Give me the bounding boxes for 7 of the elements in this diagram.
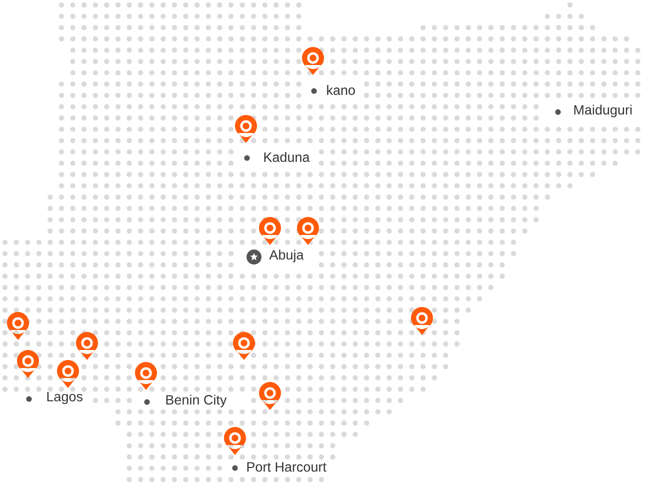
city-label: Port Harcourt (247, 462, 326, 472)
city-label: Maiduguri (574, 104, 632, 118)
city-label: Kaduna (264, 152, 310, 162)
city-label: kano (327, 85, 355, 95)
city-label: Abuja (269, 250, 304, 262)
city-label: Lagos (47, 392, 82, 404)
city-label: Benin City (166, 394, 227, 408)
